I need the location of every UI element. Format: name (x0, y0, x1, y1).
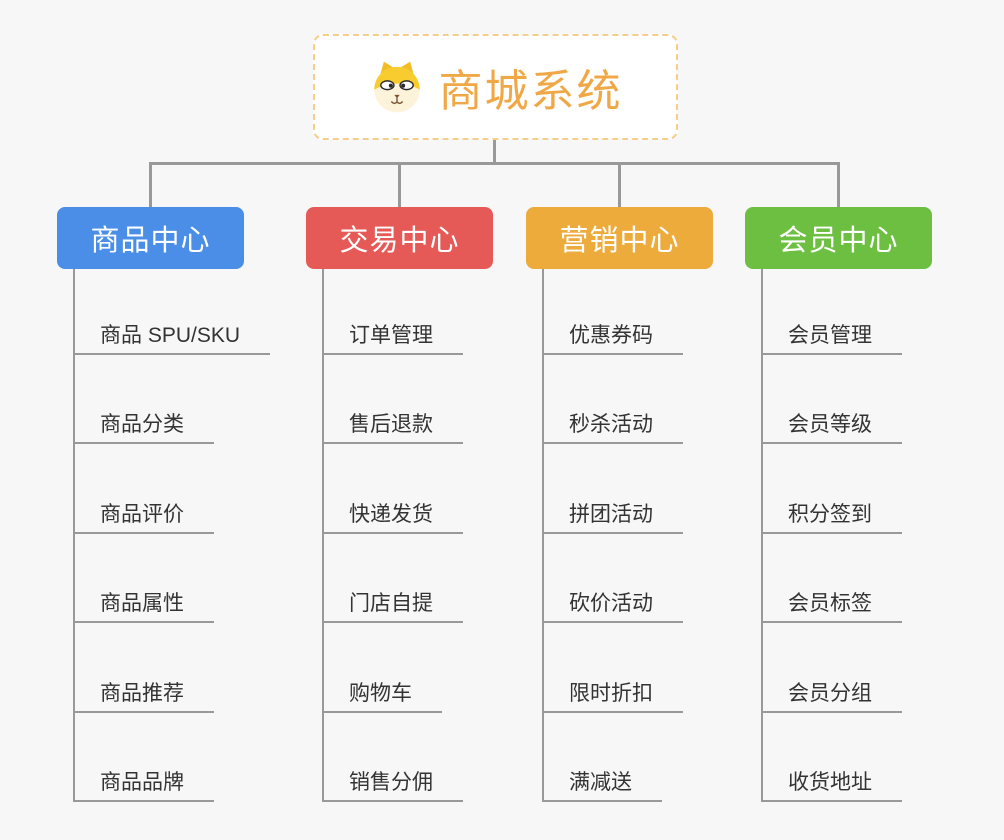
branch-spine-line (761, 269, 763, 802)
branch-spine-line (542, 269, 544, 802)
child-topic[interactable]: 商品品牌 (73, 768, 214, 802)
child-topic[interactable]: 限时折扣 (542, 679, 683, 713)
branch-label: 会员中心 (778, 225, 899, 257)
child-topic[interactable]: 满减送 (542, 768, 662, 802)
connector-horizontal-line (149, 162, 840, 165)
child-topic[interactable]: 商品 SPU/SKU (73, 321, 271, 355)
branch-label: 营销中心 (559, 225, 680, 257)
root-label: 商城系统 (438, 67, 623, 116)
branch-spine-line (322, 269, 324, 802)
child-topic[interactable]: 商品属性 (73, 589, 214, 623)
root-node[interactable]: 商城系统 (313, 34, 678, 140)
child-topic[interactable]: 快递发货 (322, 500, 463, 534)
branch-drop-line (837, 162, 840, 207)
connector-root-drop-line (493, 140, 496, 165)
branch-label: 交易中心 (339, 225, 460, 257)
child-topic[interactable]: 商品分类 (73, 410, 214, 444)
child-topic[interactable]: 商品评价 (73, 500, 214, 534)
child-topic[interactable]: 积分签到 (761, 500, 902, 534)
child-topic[interactable]: 订单管理 (322, 321, 463, 355)
child-topic[interactable]: 售后退款 (322, 410, 463, 444)
child-topic[interactable]: 门店自提 (322, 589, 463, 623)
child-topic[interactable]: 秒杀活动 (542, 410, 683, 444)
child-topic[interactable]: 会员标签 (761, 589, 902, 623)
child-topic[interactable]: 砍价活动 (542, 589, 683, 623)
branch-label: 商品中心 (90, 225, 211, 257)
shiba-dog-face-icon (369, 59, 425, 115)
child-topic[interactable]: 购物车 (322, 679, 442, 713)
branch-node-1[interactable]: 商品中心 (57, 207, 244, 269)
child-topic[interactable]: 会员管理 (761, 321, 902, 355)
branch-spine-line (73, 269, 75, 802)
child-topic[interactable]: 优惠券码 (542, 321, 683, 355)
child-topic[interactable]: 拼团活动 (542, 500, 683, 534)
branch-node-2[interactable]: 交易中心 (306, 207, 493, 269)
child-topic[interactable]: 会员等级 (761, 410, 902, 444)
child-topic[interactable]: 商品推荐 (73, 679, 214, 713)
child-topic[interactable]: 收货地址 (761, 768, 902, 802)
branch-drop-line (618, 162, 621, 207)
child-topic[interactable]: 销售分佣 (322, 768, 463, 802)
branch-drop-line (149, 162, 152, 207)
branch-drop-line (398, 162, 401, 207)
child-topic[interactable]: 会员分组 (761, 679, 902, 713)
branch-node-3[interactable]: 营销中心 (526, 207, 713, 269)
branch-node-4[interactable]: 会员中心 (745, 207, 932, 269)
